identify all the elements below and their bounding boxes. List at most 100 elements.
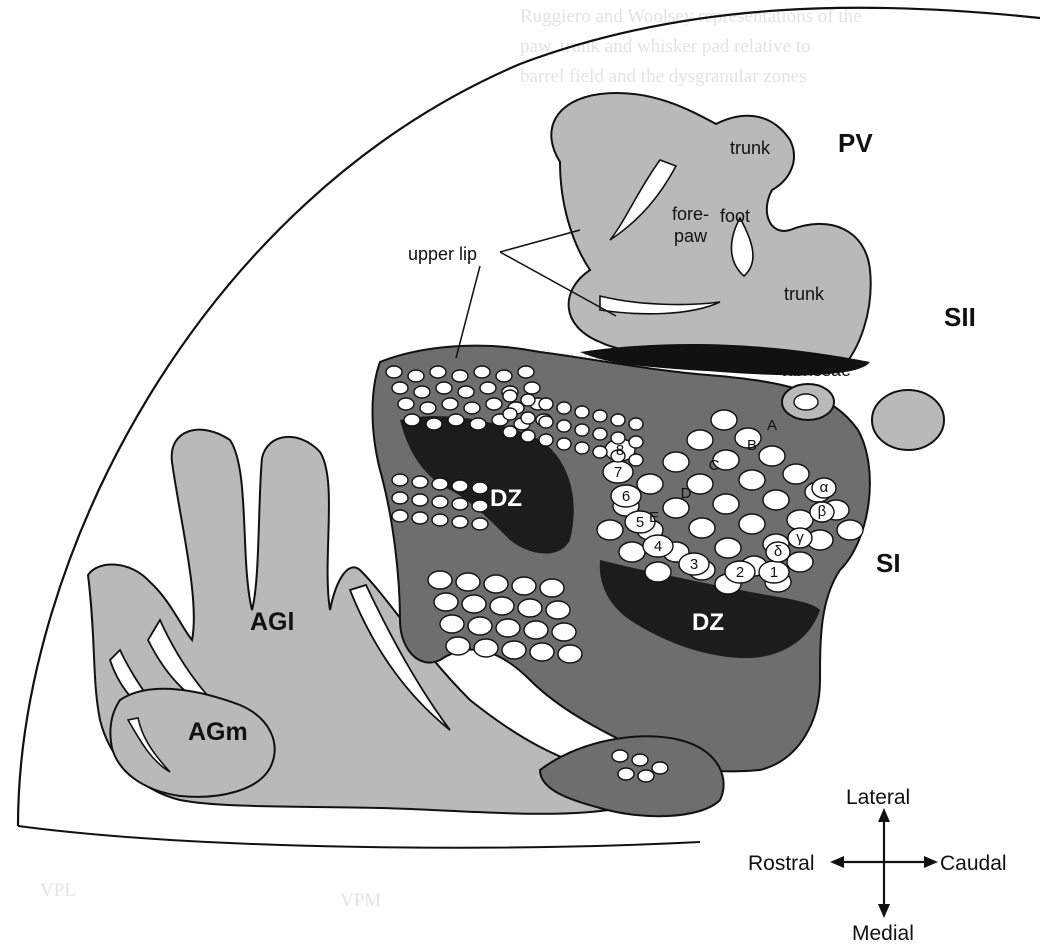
snout-barrel bbox=[521, 412, 535, 424]
snout-barrel bbox=[430, 366, 446, 378]
snout-barrel bbox=[539, 398, 553, 410]
barrel bbox=[713, 494, 739, 514]
lower-jaw-barrel bbox=[496, 619, 520, 637]
lower-jaw-barrel bbox=[546, 601, 570, 619]
snout-barrel bbox=[593, 446, 607, 458]
compass-caudal: Caudal bbox=[940, 852, 1007, 875]
pv-region bbox=[551, 93, 870, 375]
label-agm: AGm bbox=[188, 718, 248, 746]
barrel bbox=[645, 562, 671, 582]
label-agl: AGl bbox=[250, 608, 294, 636]
lower-jaw-barrel bbox=[434, 593, 458, 611]
straddler-alpha-label: α bbox=[820, 479, 829, 496]
barrel bbox=[637, 474, 663, 494]
lower-jaw-barrel bbox=[530, 643, 554, 661]
snout-barrel bbox=[470, 418, 486, 430]
snout-barrel bbox=[575, 406, 589, 418]
lower-jaw-barrel bbox=[502, 641, 526, 659]
vibrissa-core bbox=[794, 394, 818, 410]
orientation-compass: Lateral Medial Rostral Caudal bbox=[748, 786, 1007, 945]
barrel-row-c-label: C bbox=[709, 457, 720, 474]
snout-barrel bbox=[557, 438, 571, 450]
lower-jaw-barrel bbox=[474, 639, 498, 657]
barrel bbox=[783, 464, 809, 484]
sii-head-field bbox=[872, 390, 944, 450]
snout-barrel bbox=[474, 366, 490, 378]
snout-barrel bbox=[464, 402, 480, 414]
label-trunk-sii: trunk bbox=[784, 284, 825, 304]
barrel-arc-7-label: 7 bbox=[614, 464, 622, 481]
snout-barrel bbox=[611, 414, 625, 426]
small-barrel bbox=[392, 474, 408, 486]
barrel bbox=[689, 518, 715, 538]
small-barrel bbox=[432, 496, 448, 508]
snout-barrel bbox=[486, 398, 502, 410]
lower-jaw-barrel bbox=[462, 595, 486, 613]
compass-rostral: Rostral bbox=[748, 852, 815, 875]
barrel-arc-6-label: 6 bbox=[622, 488, 630, 505]
lower-jaw-barrel bbox=[552, 623, 576, 641]
lower-jaw-barrel bbox=[446, 637, 470, 655]
snout-barrel bbox=[392, 382, 408, 394]
compass-medial: Medial bbox=[852, 922, 914, 945]
label-dz-lower: DZ bbox=[692, 609, 724, 636]
barrel-arc-8-label: 8 bbox=[616, 442, 624, 459]
barrel bbox=[763, 490, 789, 510]
barrel-arc-1-label: 1 bbox=[770, 564, 778, 581]
label-trunk-pv: trunk bbox=[730, 138, 771, 158]
snout-barrel bbox=[503, 390, 517, 402]
snout-barrel bbox=[593, 428, 607, 440]
barrel bbox=[837, 520, 863, 540]
small-barrel bbox=[452, 480, 468, 492]
upper-lip-leader-1 bbox=[500, 230, 580, 252]
snout-barrel bbox=[521, 394, 535, 406]
snout-barrel bbox=[593, 410, 607, 422]
lower-jaw-barrel bbox=[456, 573, 480, 591]
snout-barrel bbox=[420, 402, 436, 414]
barrel-arc-5-label: 5 bbox=[636, 514, 644, 531]
lobe-barrel bbox=[638, 770, 654, 782]
barrel-row-b-label: B bbox=[747, 437, 757, 454]
barrel bbox=[687, 430, 713, 450]
small-barrel bbox=[432, 478, 448, 490]
snout-barrel bbox=[575, 442, 589, 454]
snout-barrel bbox=[404, 414, 420, 426]
small-barrel bbox=[472, 482, 488, 494]
label-pv: PV bbox=[838, 128, 873, 158]
label-upper-lip: upper lip bbox=[408, 244, 477, 264]
barrel bbox=[597, 520, 623, 540]
label-sii: SII bbox=[944, 302, 976, 332]
snout-barrel bbox=[436, 382, 452, 394]
snout-barrel bbox=[426, 418, 442, 430]
arrow-up-icon bbox=[878, 808, 890, 822]
barrel-arc-2-label: 2 bbox=[736, 564, 744, 581]
barrel bbox=[711, 410, 737, 430]
barrel bbox=[715, 538, 741, 558]
lobe-barrel bbox=[618, 768, 634, 780]
small-barrel bbox=[412, 494, 428, 506]
lower-jaw-barrel bbox=[512, 577, 536, 595]
small-barrel bbox=[412, 512, 428, 524]
lower-jaw-barrel bbox=[558, 645, 582, 663]
lower-jaw-barrel bbox=[490, 597, 514, 615]
snout-barrel bbox=[496, 370, 512, 382]
snout-barrel bbox=[629, 418, 643, 430]
lobe-barrel bbox=[612, 750, 628, 762]
snout-barrel bbox=[503, 426, 517, 438]
lower-jaw-barrel bbox=[428, 571, 452, 589]
snout-barrel bbox=[575, 424, 589, 436]
straddler-gamma-label: γ bbox=[796, 529, 804, 546]
snout-barrel bbox=[539, 416, 553, 428]
barrel bbox=[759, 446, 785, 466]
barrel-arc-3-label: 3 bbox=[690, 556, 698, 573]
snout-barrel bbox=[629, 454, 643, 466]
lower-jaw-barrel bbox=[484, 575, 508, 593]
snout-barrel bbox=[521, 430, 535, 442]
label-foot: foot bbox=[720, 206, 750, 226]
small-barrel bbox=[412, 476, 428, 488]
snout-barrel bbox=[539, 434, 553, 446]
compass-lateral: Lateral bbox=[846, 786, 910, 809]
label-si: SI bbox=[876, 548, 901, 578]
snout-barrel bbox=[442, 398, 458, 410]
